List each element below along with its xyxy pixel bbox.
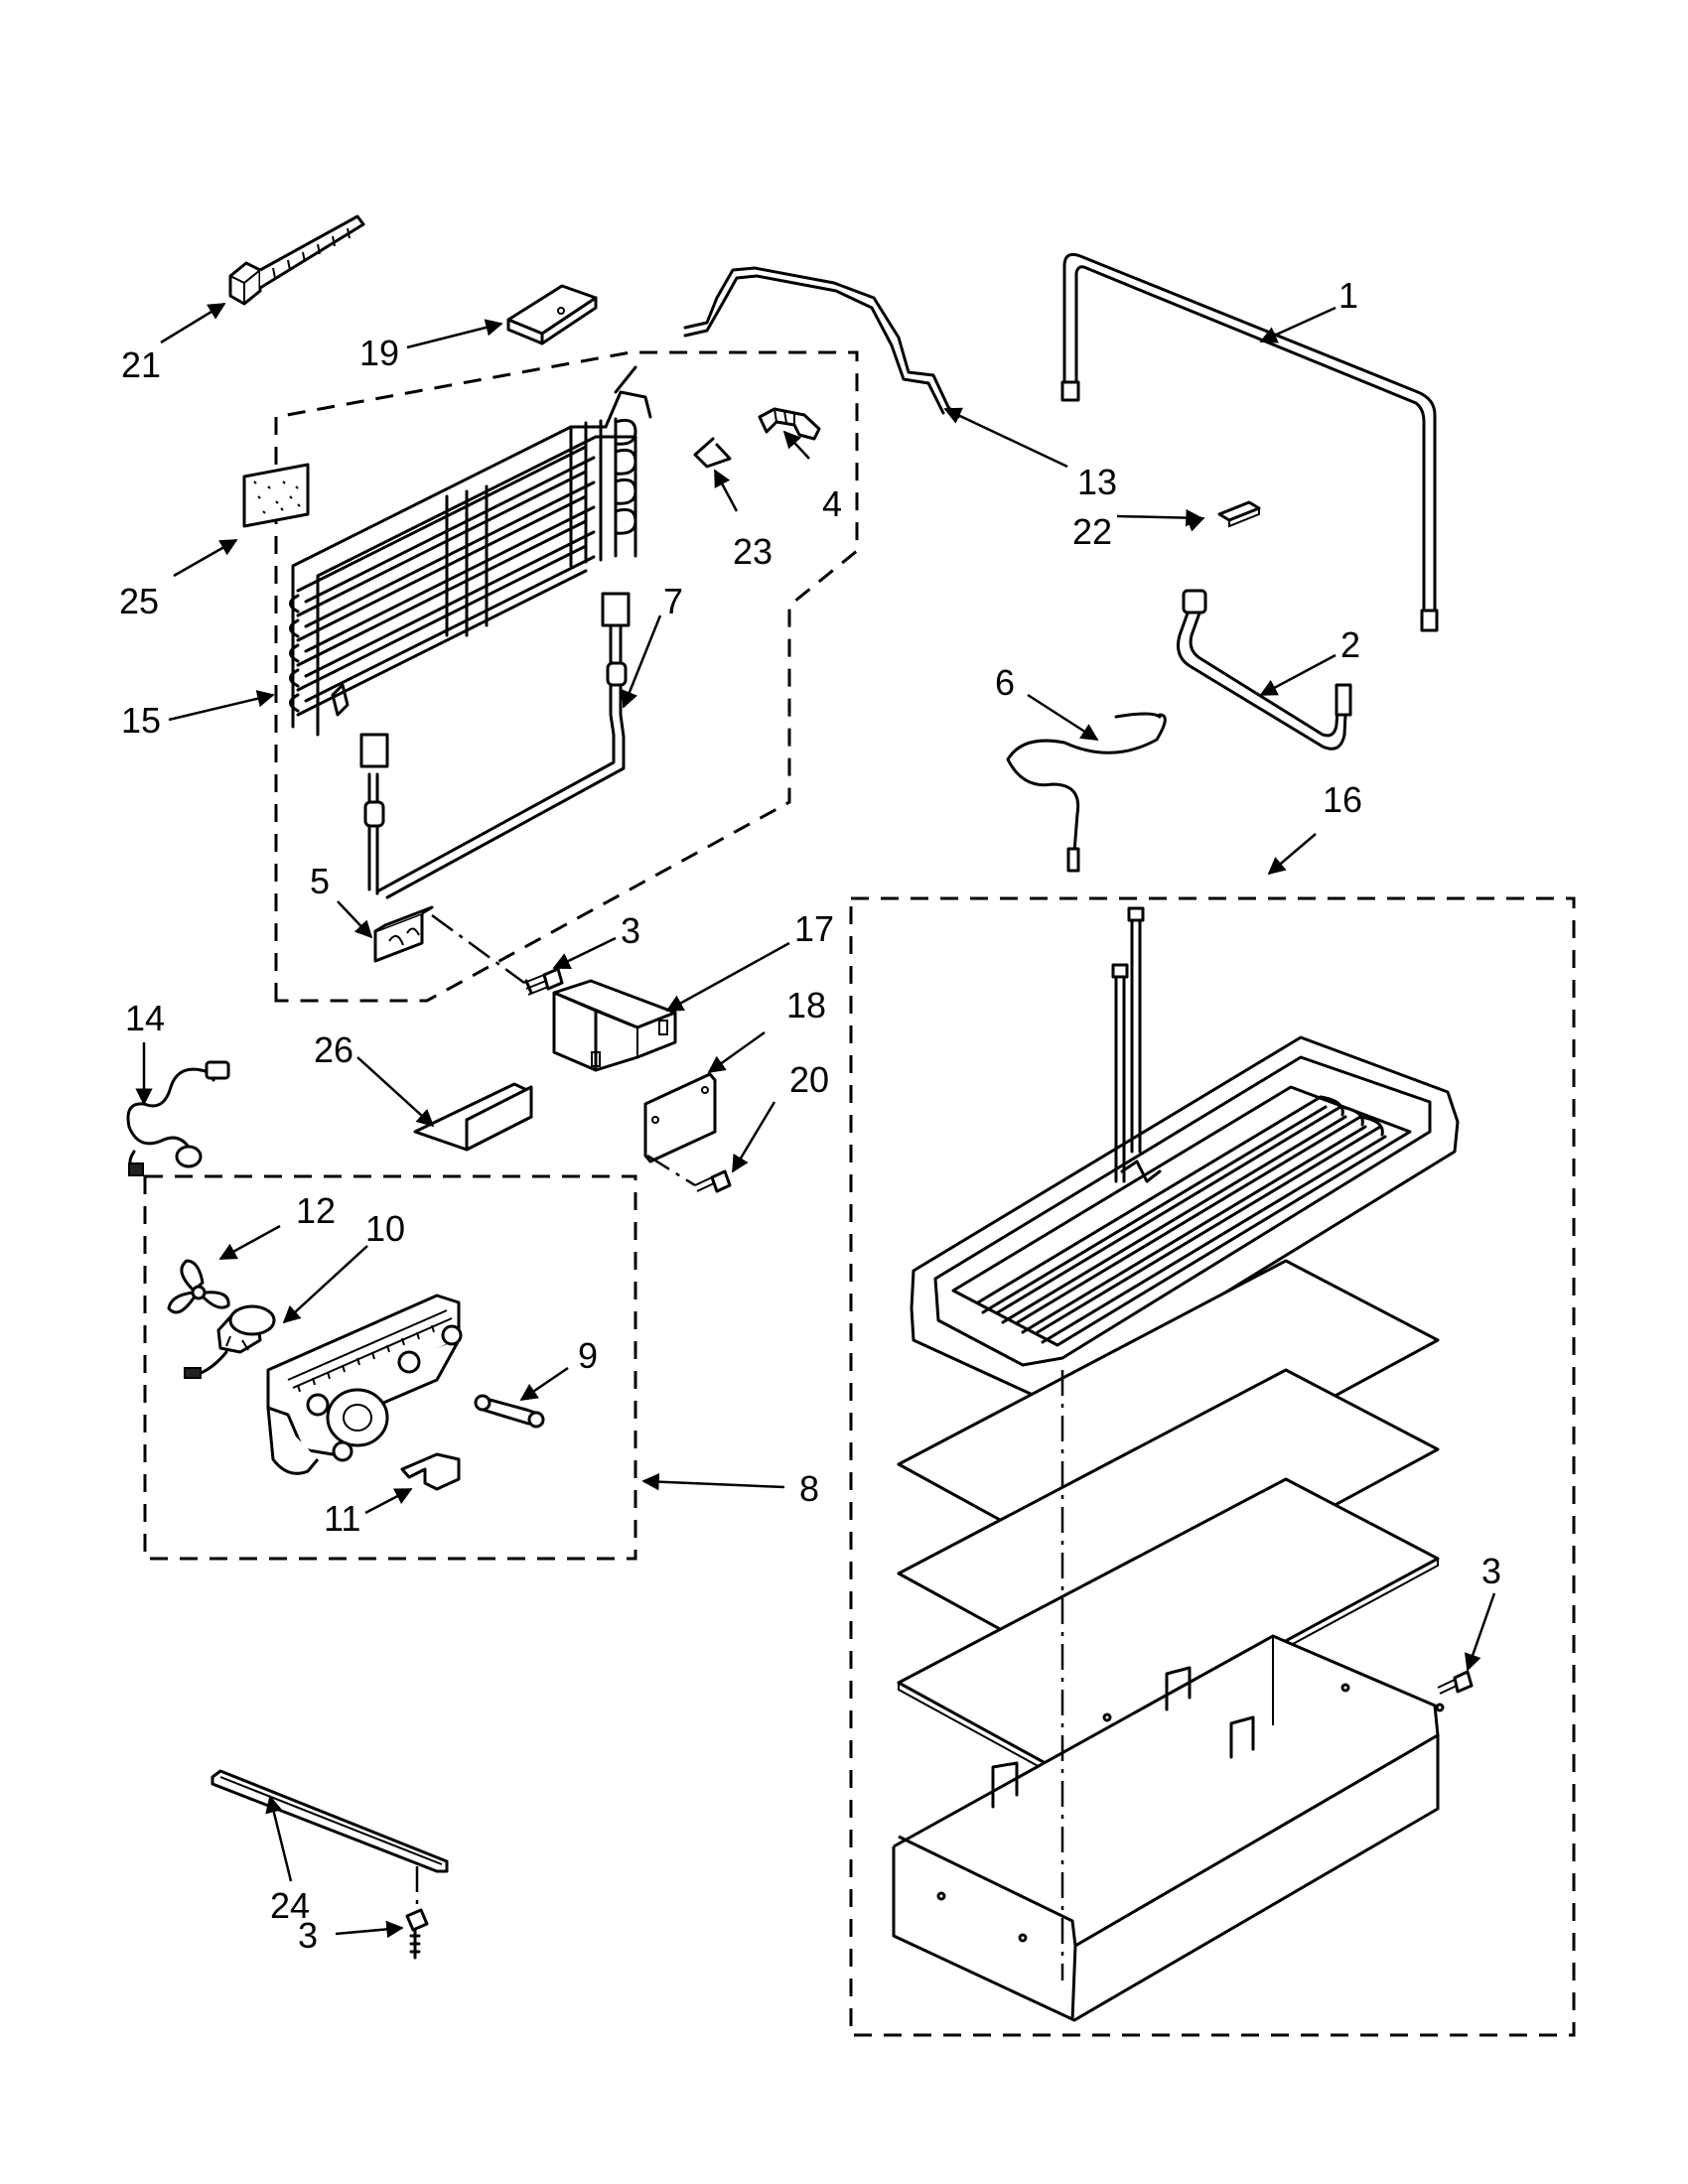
heater-bracket-part [373,905,434,963]
callout-15: 15 [121,700,161,741]
callout-22: 22 [1072,511,1112,552]
callout-11: 11 [324,1498,360,1539]
callout-12: 12 [296,1190,336,1231]
callout-5: 5 [310,861,330,901]
callout-8: 8 [799,1468,819,1509]
wire-harness-part-14 [126,1060,230,1176]
tube-part-2 [1177,589,1352,751]
callout-10: 10 [365,1208,405,1249]
callout-24: 24 [270,1885,310,1926]
insulation-pad-part [242,463,310,528]
bracket-part-9 [474,1394,545,1429]
callout-14: 14 [125,998,165,1038]
screw-part-pan [1437,1670,1474,1695]
clip-part-11 [400,1452,461,1491]
callout-26: 26 [314,1029,353,1070]
screw-part-lower [405,1866,429,1960]
foam-pad-part [506,284,598,345]
callout-18: 18 [786,985,826,1025]
clip-part-23 [693,437,732,469]
callout-3-upper: 3 [621,910,640,951]
fan-blade-part-12 [167,1259,230,1314]
callout-4: 4 [822,483,842,524]
screw-centerline-upper [431,913,525,985]
cover-part-26 [413,1082,533,1152]
tube-part-13 [683,266,960,419]
callout-13: 13 [1077,462,1117,502]
tube-part-6 [1006,713,1167,854]
callout-9: 9 [578,1335,598,1376]
callout-19: 19 [359,333,399,373]
callout-7: 7 [663,581,683,621]
callout-20: 20 [789,1059,829,1100]
leader-lines [135,302,1496,1939]
callout-21: 21 [121,344,161,385]
bracket-box-part-17 [552,979,677,1072]
drain-pan-part-16 [892,906,1460,2022]
fan-shroud-part [266,1294,463,1475]
callout-17: 17 [794,908,834,949]
fan-assembly-group-outline [143,1174,637,1561]
rail-part-24 [211,1769,449,1873]
callout-3-pan: 3 [1481,1551,1501,1591]
clamp-part-4 [758,407,821,441]
screw-part-20 [646,1154,732,1193]
callout-2: 2 [1340,624,1360,665]
screw-part-upper [523,967,564,996]
callout-25: 25 [119,581,159,621]
tube-part-1 [1062,252,1437,632]
fan-motor-part-10 [184,1304,276,1379]
callout-1: 1 [1338,275,1358,316]
callout-16: 16 [1323,779,1362,820]
drain-pan-group-outline [849,896,1576,2037]
plate-part-18 [643,1072,717,1163]
evaporator-group-outline [274,350,859,1003]
cable-tie-part [228,214,365,306]
callout-23: 23 [733,531,773,572]
heater-harness-part [359,592,631,899]
callout-3-lower: 3 [298,1915,318,1956]
callout-6: 6 [995,662,1015,703]
callouts: 1 2 3 3 3 4 5 6 7 8 9 10 11 12 13 14 15 … [119,275,1501,1956]
evaporator-coil-part [289,365,652,737]
